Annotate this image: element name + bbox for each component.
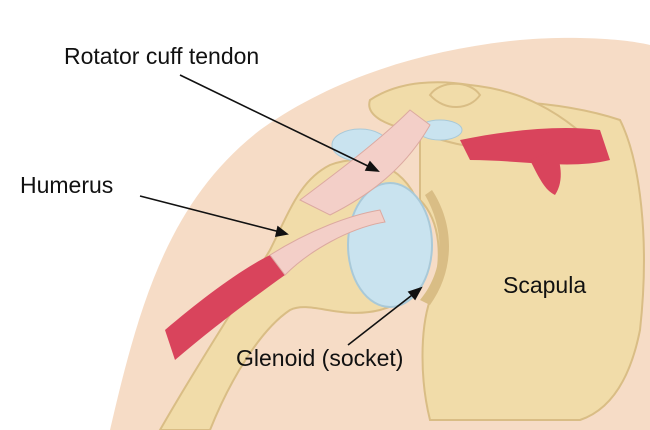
leader-lines bbox=[139, 74, 423, 346]
label-glenoid: Glenoid (socket) bbox=[236, 345, 404, 371]
biceps-muscle bbox=[165, 255, 285, 360]
label-scapula: Scapula bbox=[503, 272, 587, 298]
rotator-cuff-tendon-shape bbox=[299, 109, 431, 216]
label-rotator-cuff-tendon: Rotator cuff tendon bbox=[64, 43, 260, 69]
muscle-attachment bbox=[530, 150, 561, 195]
glenoid-rim bbox=[420, 190, 450, 305]
supraspinatus-muscle bbox=[460, 128, 610, 165]
label-humerus: Humerus bbox=[20, 172, 114, 198]
biceps-tendon bbox=[269, 209, 386, 276]
clavicle-end bbox=[428, 82, 482, 108]
